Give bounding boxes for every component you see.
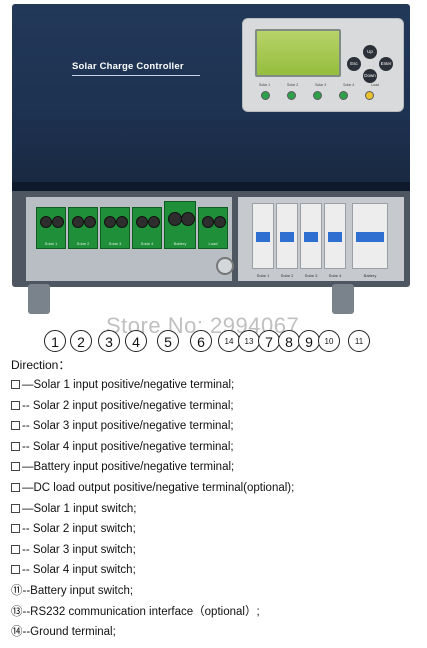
callout-14: 14	[218, 330, 240, 352]
legend-marker-box	[11, 441, 20, 451]
legend-heading: Direction：	[11, 358, 71, 372]
legend-item: ⑪--Battery input switch;	[11, 581, 421, 602]
esc-button[interactable]: Esc	[347, 57, 361, 71]
legend-item: —DC load output positive/negative termin…	[11, 478, 421, 499]
control-box: Up Esc Enter Down Solar 1 Solar 2 Solar …	[242, 18, 404, 112]
terminal-block-solar-4: Solar 4	[132, 207, 162, 249]
direction-legend: Direction： —Solar 1 input positive/negat…	[11, 356, 421, 643]
callout-8: 8	[278, 330, 300, 352]
legend-marker-box	[11, 380, 20, 389]
legend-item: —Battery input positive/negative termina…	[11, 457, 421, 478]
ground-terminal-icon	[216, 257, 234, 275]
callout-6: 6	[190, 330, 212, 352]
led-indicator	[365, 91, 374, 100]
legend-marker-box	[11, 544, 20, 554]
legend-item: -- Solar 3 input positive/negative termi…	[11, 416, 421, 437]
legend-marker-box	[11, 565, 20, 575]
legend-item: ⑬--RS232 communication interface（optiona…	[11, 602, 421, 623]
callout-2: 2	[70, 330, 92, 352]
callout-9: 9	[298, 330, 320, 352]
breaker-switch-solar-3[interactable]: Solar 3	[300, 203, 322, 278]
callout-7: 7	[258, 330, 280, 352]
breaker-switch-solar-4[interactable]: Solar 4	[324, 203, 346, 278]
led-label: Solar 1	[259, 83, 271, 87]
terminal-block-solar-3: Solar 3	[100, 207, 130, 249]
callout-11: 11	[348, 330, 370, 352]
led-indicator	[261, 91, 270, 100]
legend-item: -- Solar 2 input positive/negative termi…	[11, 396, 421, 417]
led-label: Load	[371, 83, 379, 87]
mounting-tab-left	[28, 284, 50, 314]
legend-item: ⑭--Ground terminal;	[11, 622, 421, 643]
callout-13: 13	[238, 330, 260, 352]
led-label: Solar 3	[315, 83, 327, 87]
terminal-area: Solar 1 Solar 2 Solar 3 Solar 4 Battery …	[26, 197, 234, 281]
terminal-block-load: Load	[198, 207, 228, 249]
mounting-tab-right	[332, 284, 354, 314]
legend-item: -- Solar 4 input positive/negative termi…	[11, 437, 421, 458]
device-illustration: Solar Charge Controller Up Esc Enter Dow…	[0, 4, 427, 352]
legend-item: -- Solar 4 input switch;	[11, 560, 421, 581]
enter-button[interactable]: Enter	[379, 57, 393, 71]
legend-item: -- Solar 3 input switch;	[11, 540, 421, 561]
legend-marker-box	[11, 400, 20, 410]
legend-marker-number: ⑭	[11, 626, 23, 639]
legend-item: -- Solar 2 input switch;	[11, 519, 421, 540]
lcd-screen	[255, 29, 341, 77]
legend-marker-box	[11, 462, 20, 472]
led-indicator	[339, 91, 348, 100]
legend-marker-number: ⑪	[11, 584, 23, 597]
legend-marker-box	[11, 524, 20, 534]
legend-marker-box	[11, 482, 20, 492]
breaker-switch-solar-2[interactable]: Solar 2	[276, 203, 298, 278]
legend-marker-number: ⑬	[11, 605, 23, 618]
legend-marker-box	[11, 503, 20, 513]
led-indicator	[313, 91, 322, 100]
wiring-panel: Solar 1 Solar 2 Solar 3 Solar 4 Battery …	[12, 191, 410, 287]
terminal-block-solar-2: Solar 2	[68, 207, 98, 249]
device-title: Solar Charge Controller	[72, 61, 184, 72]
callout-3: 3	[98, 330, 120, 352]
terminal-block-solar-1: Solar 1	[36, 207, 66, 249]
down-button[interactable]: Down	[363, 69, 377, 83]
terminal-block-battery: Battery	[164, 201, 196, 249]
led-label: Solar 2	[287, 83, 299, 87]
legend-item: —Solar 1 input switch;	[11, 499, 421, 520]
breaker-switch-solar-1[interactable]: Solar 1	[252, 203, 274, 278]
legend-marker-box	[11, 421, 20, 431]
title-underline	[72, 75, 200, 76]
led-indicator	[287, 91, 296, 100]
legend-item: —Solar 1 input positive/negative termina…	[11, 375, 421, 396]
callout-numbers: 1 2 3 4 5 6 14 13 7 8 9 10 11	[0, 330, 427, 352]
breaker-switch-battery[interactable]: Battery	[352, 203, 388, 278]
panel-divider	[12, 182, 410, 191]
led-label: Solar 4	[343, 83, 355, 87]
led-indicator-row: Solar 1 Solar 2 Solar 3 Solar 4 Load	[259, 83, 379, 107]
callout-1: 1	[44, 330, 66, 352]
callout-5: 5	[157, 330, 179, 352]
breaker-area: Solar 1 Solar 2 Solar 3 Solar 4 Battery	[238, 197, 404, 281]
callout-10: 10	[318, 330, 340, 352]
up-button[interactable]: Up	[363, 45, 377, 59]
controller-front-panel: Solar Charge Controller Up Esc Enter Dow…	[12, 4, 410, 189]
callout-4: 4	[125, 330, 147, 352]
